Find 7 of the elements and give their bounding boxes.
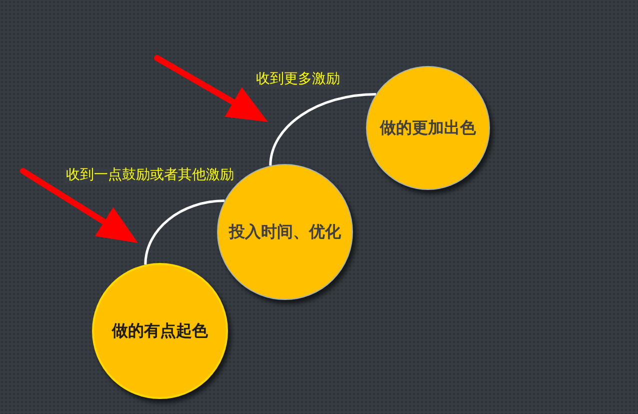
edge-label: 收到更多激励 — [254, 71, 342, 88]
edge-label: 收到一点鼓励或者其他激励 — [64, 167, 236, 184]
step-label: 做的有点起色 — [112, 321, 208, 341]
step-label: 投入时间、优化 — [229, 222, 341, 242]
step-label: 做的更加出色 — [380, 118, 476, 138]
connector-arc — [144, 200, 225, 265]
connector-arc — [269, 92, 376, 166]
